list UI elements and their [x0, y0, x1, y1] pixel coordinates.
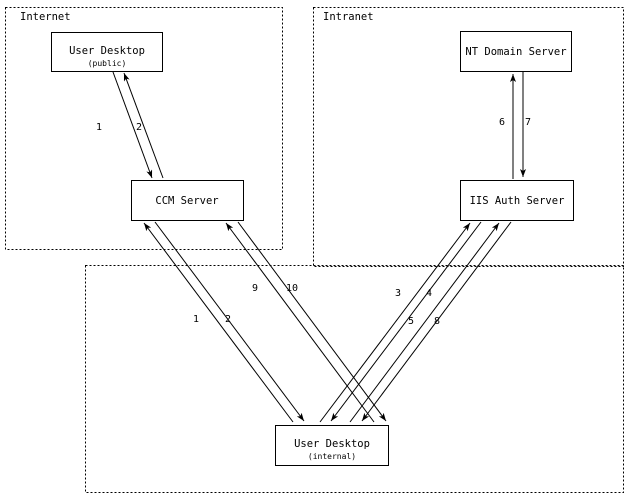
node-ccm-server[interactable]: CCM Server [131, 180, 244, 221]
step-label-6: 6 [499, 117, 505, 128]
node-label-iis-auth-server: IIS Auth Server [470, 195, 565, 207]
zone-internal-boundary [85, 265, 624, 493]
node-label-ccm-server: CCM Server [155, 195, 218, 207]
node-iis-auth-server[interactable]: IIS Auth Server [460, 180, 574, 221]
step-label-2-internal: 2 [225, 314, 231, 325]
zone-label-internet: Internet [20, 11, 71, 23]
flow-line-8-iis-to-internal [361, 221, 512, 422]
node-box-nt-domain-server[interactable] [460, 31, 572, 72]
node-label-user-desktop-public: User Desktop [69, 45, 145, 57]
step-label-2-public: 2 [136, 122, 142, 133]
step-label-5: 5 [408, 316, 414, 327]
node-box-user-desktop-public[interactable] [51, 32, 163, 72]
node-box-ccm-server[interactable] [131, 180, 244, 221]
node-box-iis-auth-server[interactable] [460, 180, 574, 221]
node-sublabel-user-desktop-internal: (internal) [308, 452, 356, 461]
step-label-7: 7 [525, 117, 531, 128]
step-label-4: 4 [426, 288, 432, 299]
node-sublabel-user-desktop-public: (public) [88, 59, 127, 68]
node-user-desktop-internal[interactable]: User Desktop (internal) [275, 425, 389, 466]
step-label-10: 10 [286, 283, 298, 294]
node-label-user-desktop-internal: User Desktop [294, 438, 370, 450]
flow-line-4-iis-to-internal [330, 221, 482, 422]
step-label-8: 8 [434, 316, 440, 327]
flow-line-1-internal-to-ccm [143, 222, 294, 423]
node-user-desktop-public[interactable]: User Desktop (public) [51, 32, 163, 72]
flow-line-2-ccm-to-internal [154, 221, 305, 422]
zone-intranet-boundary [313, 7, 624, 267]
flow-line-1-public-to-ccm [112, 71, 153, 179]
flow-line-5-internal-to-iis [349, 222, 500, 423]
step-label-1-public: 1 [96, 122, 102, 133]
zone-label-intranet: Intranet [323, 11, 374, 23]
flow-line-10-ccm-to-internal [237, 221, 387, 422]
zone-internet-boundary [5, 7, 283, 250]
node-box-user-desktop-internal[interactable] [275, 425, 389, 466]
step-label-1-internal: 1 [193, 314, 199, 325]
step-label-3: 3 [395, 288, 401, 299]
flow-line-9-internal-to-ccm [225, 222, 375, 423]
flow-line-3-internal-to-iis [319, 222, 471, 423]
flow-line-2-ccm-to-public [123, 72, 164, 179]
node-nt-domain-server[interactable]: NT Domain Server [460, 31, 572, 72]
step-label-9: 9 [252, 283, 258, 294]
node-label-nt-domain-server: NT Domain Server [465, 46, 566, 58]
